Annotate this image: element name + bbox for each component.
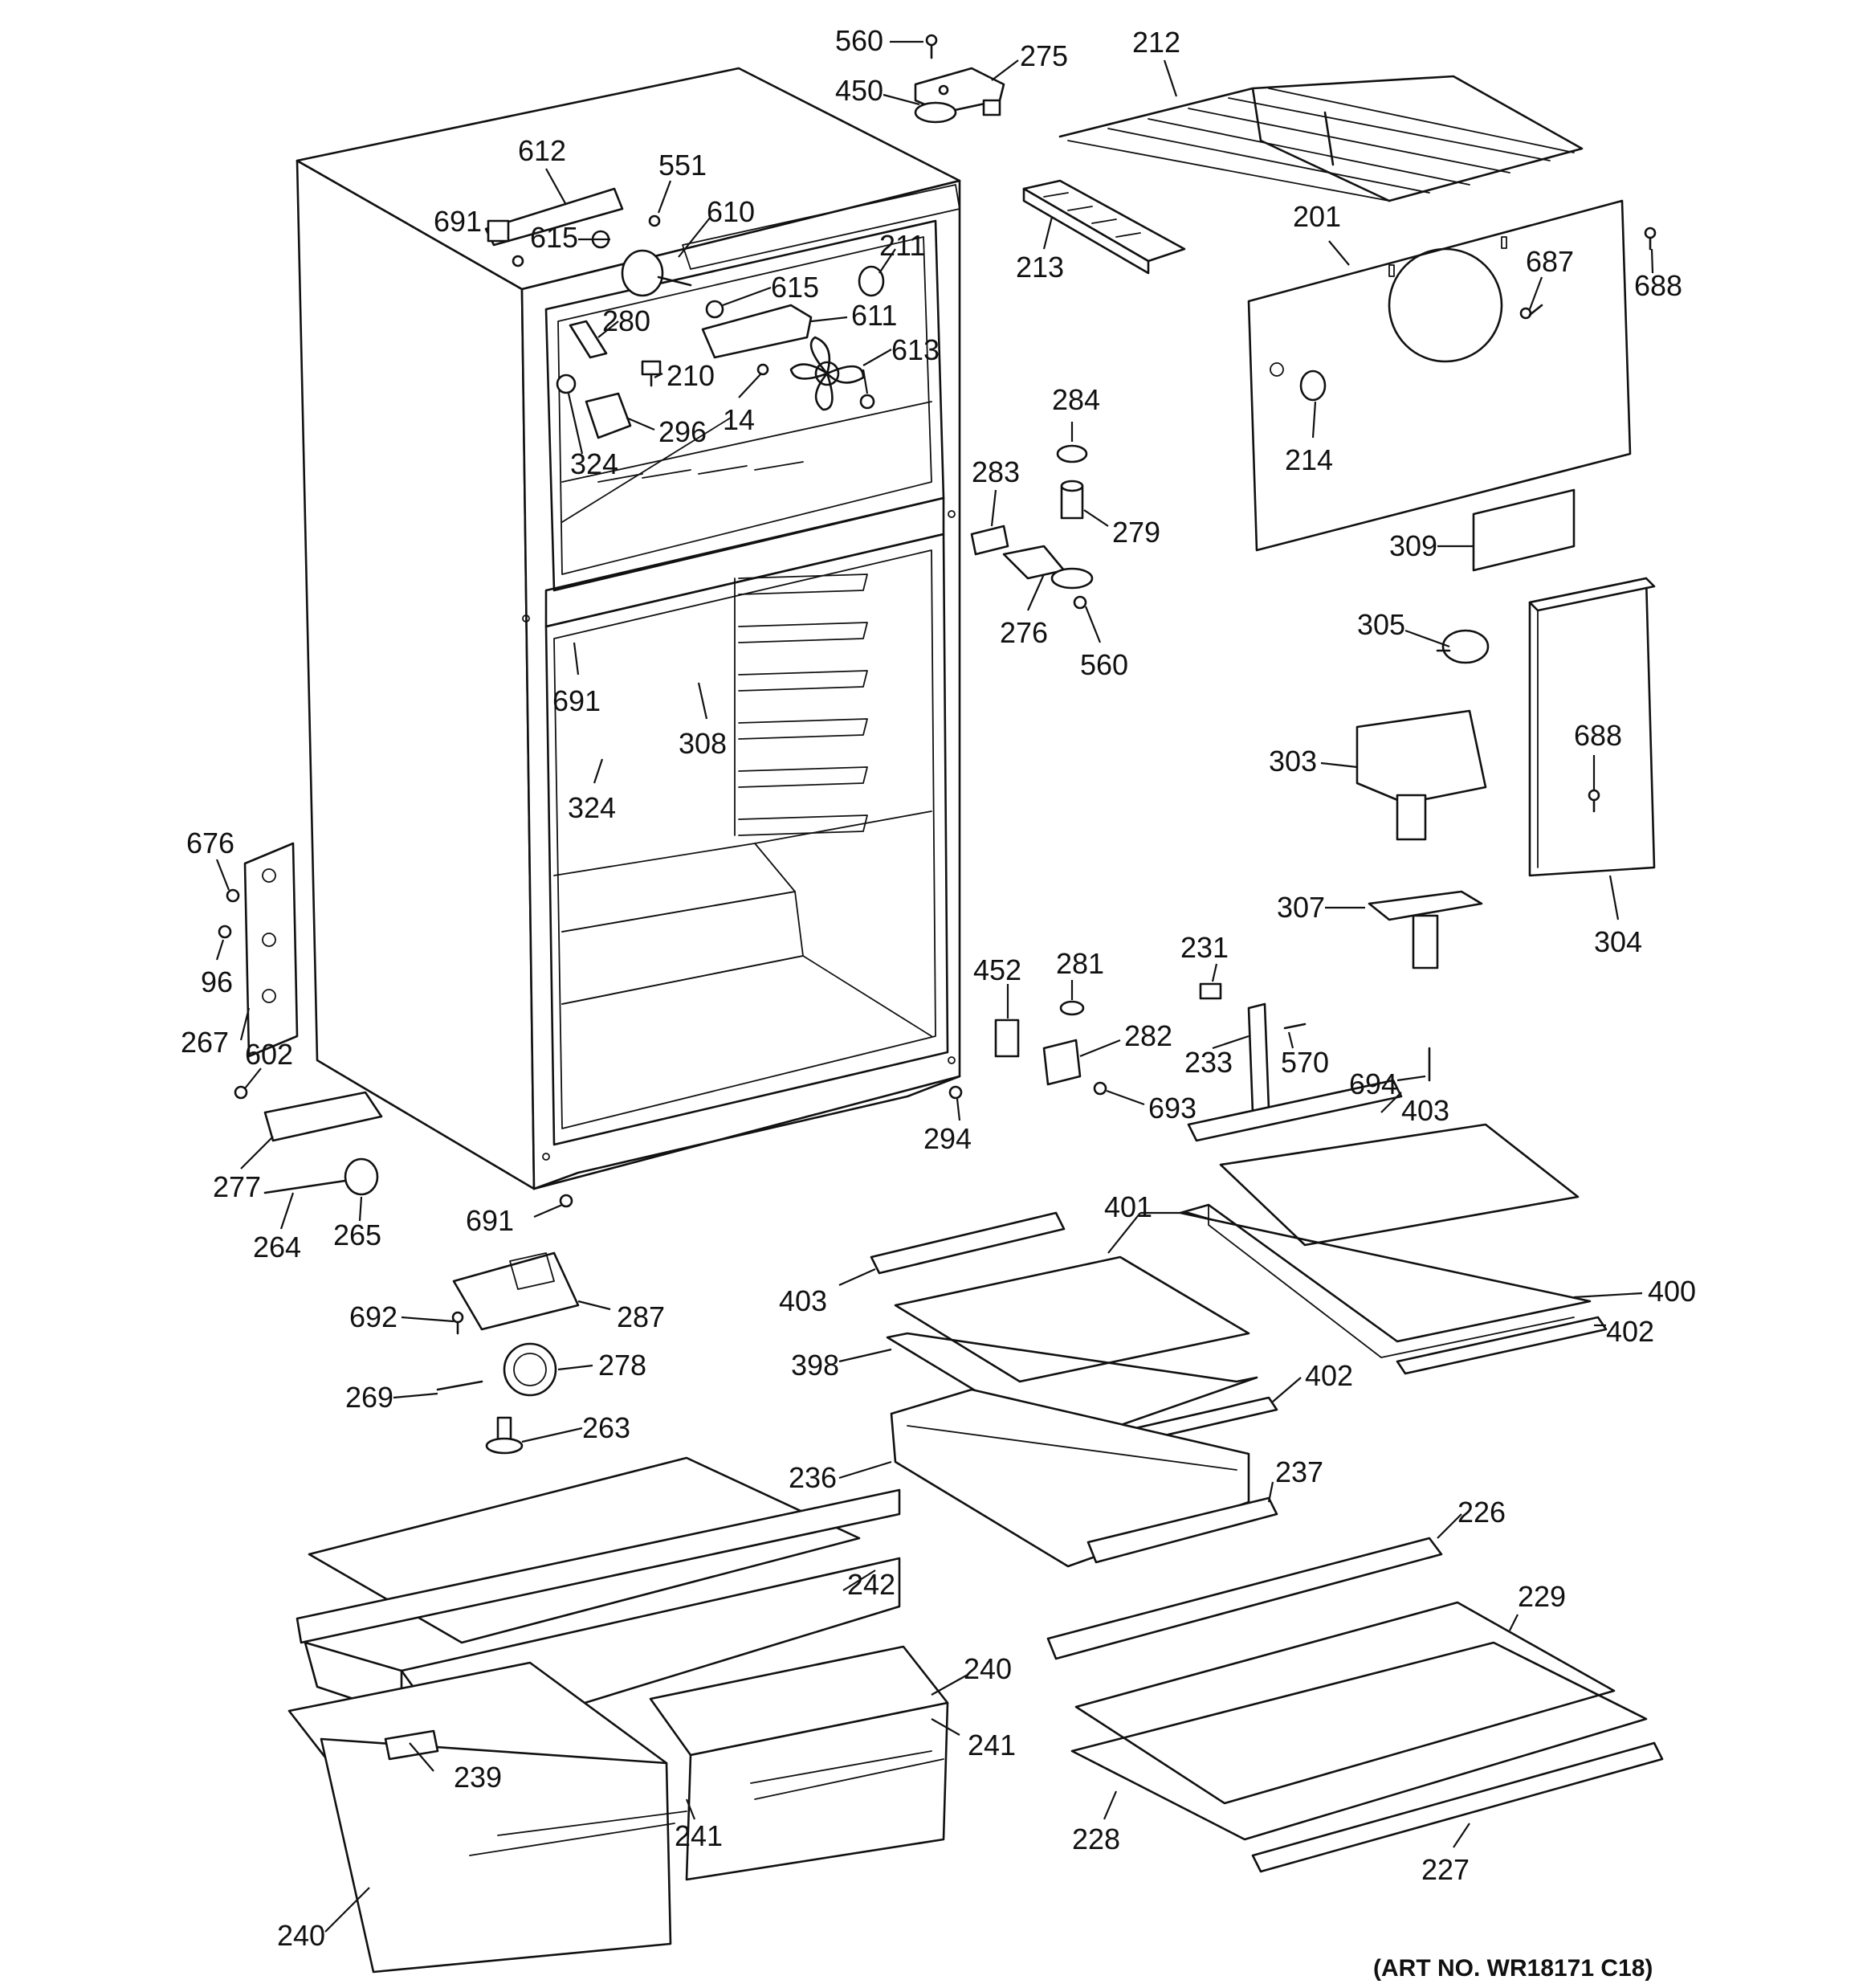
label-398: 398 <box>791 1349 839 1382</box>
label-403-right: 403 <box>1401 1094 1449 1127</box>
label-240-left: 240 <box>277 1919 325 1952</box>
label-613: 613 <box>891 333 940 366</box>
top-hinge <box>914 34 1005 124</box>
side-hinge-parts <box>218 842 573 1208</box>
label-303: 303 <box>1269 745 1317 778</box>
label-263: 263 <box>582 1411 630 1444</box>
label-269: 269 <box>345 1381 393 1414</box>
label-267: 267 <box>181 1026 229 1059</box>
label-280: 280 <box>602 304 650 337</box>
label-265: 265 <box>333 1219 381 1251</box>
label-278: 278 <box>598 1349 646 1382</box>
label-602: 602 <box>245 1038 293 1071</box>
label-560-top: 560 <box>835 24 883 57</box>
label-284: 284 <box>1052 383 1100 416</box>
label-233: 233 <box>1184 1046 1233 1079</box>
label-400: 400 <box>1648 1275 1696 1308</box>
label-276: 276 <box>1000 616 1048 649</box>
label-610: 610 <box>707 195 755 228</box>
label-691-bottom: 691 <box>466 1204 514 1237</box>
label-14: 14 <box>723 403 755 436</box>
label-687: 687 <box>1526 245 1574 278</box>
label-296: 296 <box>658 415 707 448</box>
part-labels: 560 275 212 450 612 551 691 615 610 211 … <box>181 24 1696 1952</box>
label-275: 275 <box>1020 39 1068 72</box>
label-242: 242 <box>847 1568 895 1601</box>
label-693: 693 <box>1148 1092 1196 1125</box>
label-201: 201 <box>1293 200 1341 233</box>
fan-and-controls <box>484 187 885 439</box>
label-691-top: 691 <box>434 205 482 238</box>
cantilever-shelves <box>870 982 1664 1873</box>
label-287: 287 <box>617 1300 665 1333</box>
cabinet <box>296 67 961 1190</box>
evaporator-cover <box>1247 199 1632 572</box>
label-307: 307 <box>1277 891 1325 924</box>
label-226: 226 <box>1457 1496 1506 1529</box>
label-402-mid: 402 <box>1305 1359 1353 1392</box>
leveling-parts <box>436 1251 580 1455</box>
label-551: 551 <box>658 149 707 182</box>
label-294: 294 <box>923 1122 972 1155</box>
freezer-wire-shelf <box>1058 75 1584 202</box>
label-612: 612 <box>518 134 566 167</box>
label-305: 305 <box>1357 608 1405 641</box>
label-688-top: 688 <box>1634 269 1682 302</box>
label-239: 239 <box>454 1761 502 1794</box>
label-211: 211 <box>879 229 925 262</box>
label-214: 214 <box>1285 443 1333 476</box>
label-213: 213 <box>1016 251 1064 284</box>
label-308: 308 <box>679 727 727 760</box>
label-212: 212 <box>1132 26 1180 59</box>
label-403-left: 403 <box>779 1284 827 1317</box>
label-279: 279 <box>1112 516 1160 549</box>
label-304: 304 <box>1594 925 1642 958</box>
label-241-right: 241 <box>968 1729 1016 1761</box>
label-691-mid: 691 <box>552 684 601 717</box>
label-264: 264 <box>253 1231 301 1263</box>
label-236: 236 <box>789 1461 837 1494</box>
label-611: 611 <box>851 299 897 332</box>
label-228: 228 <box>1072 1823 1120 1855</box>
label-401: 401 <box>1104 1190 1152 1223</box>
label-402-right: 402 <box>1606 1315 1654 1348</box>
label-615-right: 615 <box>771 271 819 304</box>
label-570: 570 <box>1281 1046 1329 1079</box>
label-277: 277 <box>213 1170 261 1203</box>
label-283: 283 <box>972 455 1020 488</box>
shelf-rails <box>738 574 868 836</box>
label-227: 227 <box>1421 1853 1470 1886</box>
label-309: 309 <box>1389 529 1437 562</box>
center-hinge <box>970 444 1094 610</box>
label-210: 210 <box>667 359 715 392</box>
crisper-drawers <box>287 1456 949 1974</box>
label-282: 282 <box>1124 1019 1172 1052</box>
label-281: 281 <box>1056 947 1104 980</box>
ice-tray <box>1022 179 1186 275</box>
label-692: 692 <box>349 1300 397 1333</box>
label-615-left: 615 <box>530 221 578 254</box>
label-241-left: 241 <box>675 1819 723 1852</box>
label-676: 676 <box>186 827 234 859</box>
label-560-hinge: 560 <box>1080 648 1128 681</box>
label-324-top: 324 <box>570 447 618 480</box>
control-housing <box>1355 577 1656 970</box>
label-240-right: 240 <box>964 1652 1012 1685</box>
art-number: (ART NO. WR18171 C18) <box>1373 1955 1653 1982</box>
label-237: 237 <box>1275 1455 1323 1488</box>
leader-lines <box>215 40 1654 1933</box>
label-231: 231 <box>1180 931 1229 964</box>
label-229: 229 <box>1518 1580 1566 1613</box>
label-324-mid: 324 <box>568 791 616 824</box>
label-96: 96 <box>201 965 233 998</box>
label-688-mid: 688 <box>1574 719 1622 752</box>
label-694: 694 <box>1349 1067 1397 1100</box>
label-450: 450 <box>835 74 883 107</box>
label-452: 452 <box>973 953 1021 986</box>
